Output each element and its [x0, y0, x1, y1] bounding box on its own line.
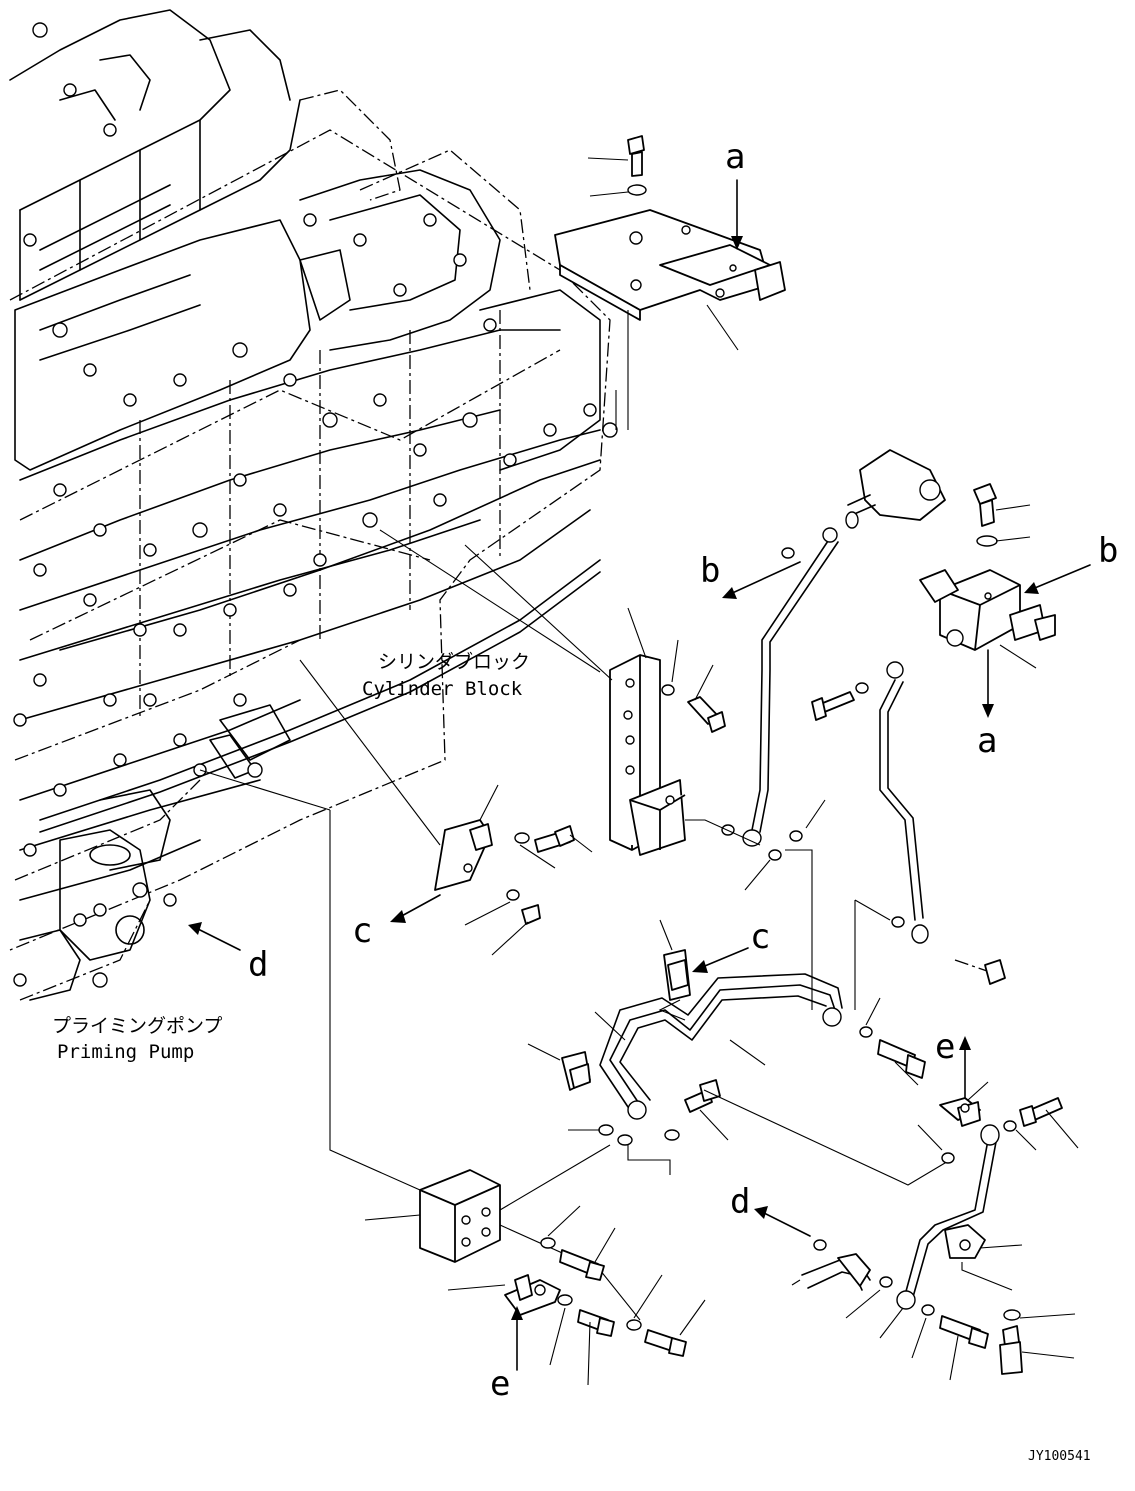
caption-cylinder-block-en: Cylinder Block: [362, 678, 523, 700]
mounting-bracket: [379, 529, 761, 856]
caption-priming-pump: プライミングポンプ Priming Pump: [52, 1015, 222, 1063]
label-c-right: c: [750, 917, 770, 957]
fuel-tubes: [594, 527, 1006, 1120]
caption-priming-pump-jp: プライミングポンプ: [52, 1015, 222, 1037]
label-c-left: c: [352, 911, 372, 951]
junction-block: [199, 769, 706, 1386]
callout-e-bottom: e: [490, 1306, 523, 1404]
callout-b-right: b: [1024, 531, 1118, 594]
caption-cylinder-block-jp: シリンダブロック: [378, 650, 530, 673]
callout-a-right: a: [977, 649, 997, 761]
lower-clip: [527, 1043, 591, 1091]
clip-bracket-c: [299, 659, 593, 956]
callout-a-top: a: [725, 137, 745, 250]
callout-c-right: c: [658, 917, 770, 1021]
label-e-bottom: e: [490, 1364, 510, 1404]
label-d-left: d: [248, 945, 268, 985]
callout-e-right: e: [935, 1027, 971, 1099]
caption-priming-pump-en: Priming Pump: [57, 1041, 194, 1063]
callout-c-left: c: [352, 894, 441, 951]
lower-right-tube: [791, 1081, 1079, 1381]
drawing-code: JY100541: [1028, 1449, 1091, 1464]
label-b-left: b: [700, 551, 720, 591]
label-d-right: d: [730, 1182, 750, 1222]
label-a-top: a: [725, 137, 745, 177]
label-e-right: e: [935, 1027, 955, 1067]
engine-block: [9, 9, 618, 1001]
label-b-right: b: [1098, 531, 1118, 571]
fasteners-middle: [568, 997, 951, 1186]
callout-d-left: d: [188, 922, 268, 985]
upper-bracket-plate: [554, 135, 786, 430]
callout-b-left: b: [700, 551, 801, 599]
caption-cylinder-block: シリンダブロック Cylinder Block: [362, 650, 530, 700]
valve-block: [845, 449, 1056, 669]
callout-d-right: d: [730, 1182, 811, 1237]
label-a-right: a: [977, 721, 997, 761]
